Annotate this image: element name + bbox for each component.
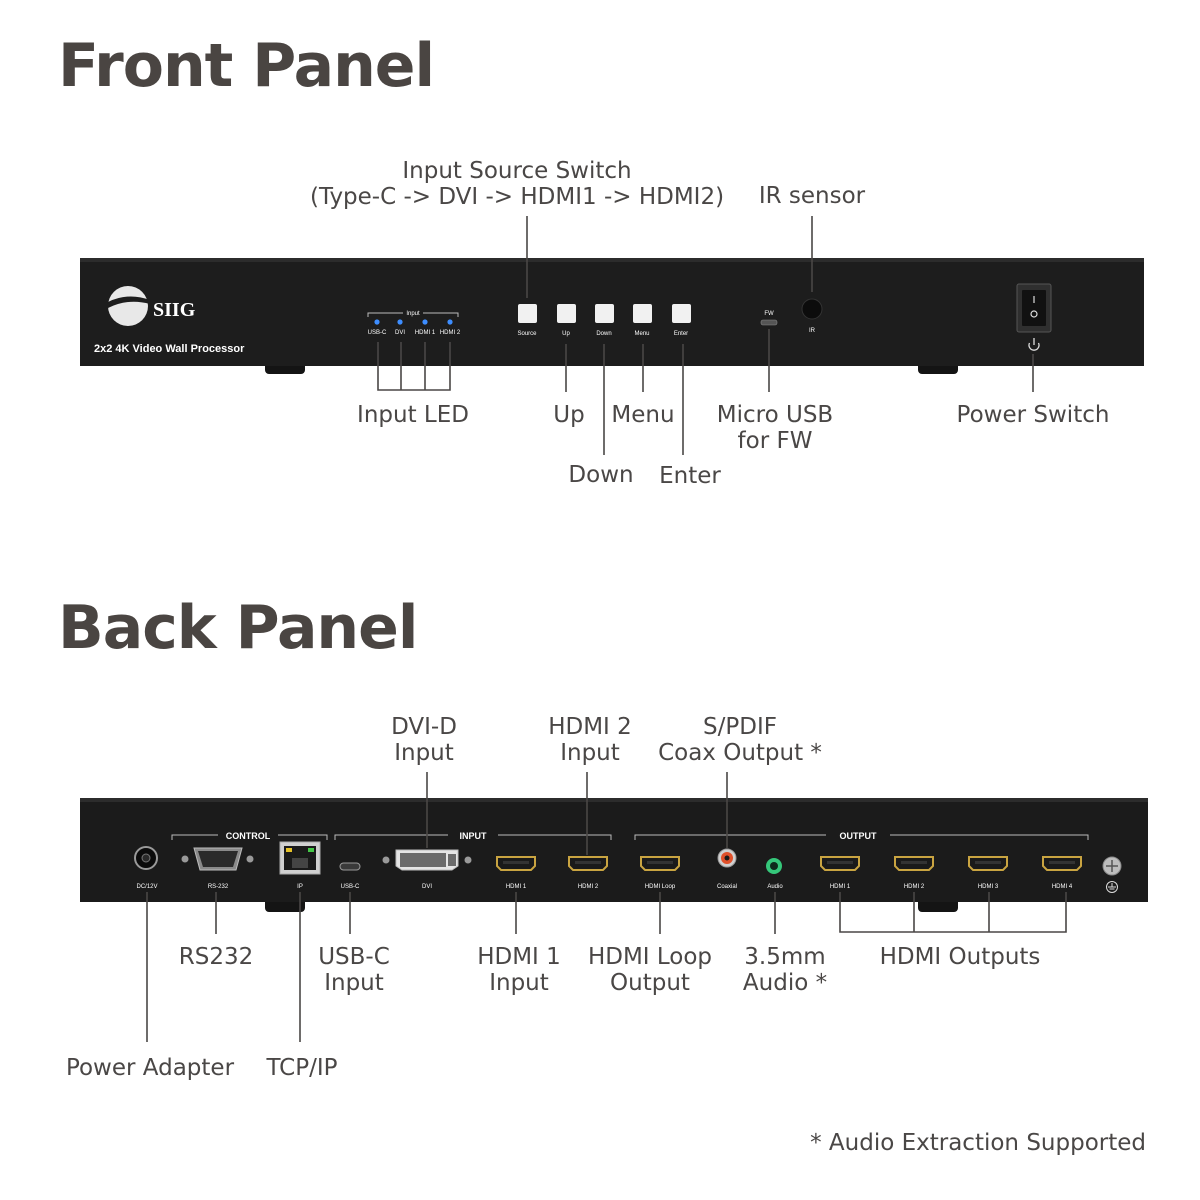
back-panel-heading: Back Panel — [58, 593, 418, 663]
hdmi-loop-port[interactable] — [640, 856, 680, 871]
led-usbc — [374, 319, 380, 325]
control-group-label: CONTROL — [226, 831, 271, 841]
ethernet-port[interactable] — [279, 841, 321, 875]
callout-hdmi2-input: HDMI 2 Input — [548, 714, 632, 766]
led-hdmi2 — [447, 319, 453, 325]
rs232-port-label: RS-232 — [208, 884, 229, 890]
ir-label: IR — [809, 328, 816, 334]
callout-down: Down — [568, 462, 634, 488]
ir-sensor-icon — [801, 298, 823, 320]
output-group-label: OUTPUT — [840, 831, 878, 841]
down-button-label: Down — [596, 331, 611, 337]
input-group-label-back: INPUT — [460, 831, 488, 841]
led-label-hdmi1: HDMI 1 — [415, 330, 436, 336]
callout-power-adapter: Power Adapter — [65, 1055, 235, 1081]
callout-input-led: Input LED — [357, 402, 469, 428]
ip-port-label: IP — [297, 884, 303, 890]
led-label-dvi: DVI — [395, 330, 405, 336]
callout-hdmi1-input: HDMI 1 Input — [477, 944, 561, 996]
micro-usb-port[interactable] — [760, 319, 778, 326]
ground-symbol-icon — [1106, 881, 1118, 893]
source-button[interactable] — [518, 304, 537, 323]
source-button-label: Source — [517, 331, 537, 337]
power-icon — [1028, 338, 1040, 351]
up-button-label: Up — [562, 331, 570, 337]
out3-port-label: HDMI 3 — [978, 884, 999, 890]
back-chassis — [80, 798, 1148, 902]
coaxial-port-label: Coaxial — [717, 884, 737, 890]
hdmi1-port-label: HDMI 1 — [506, 884, 527, 890]
callout-enter: Enter — [659, 463, 721, 489]
down-button[interactable] — [595, 304, 614, 323]
out1-port-label: HDMI 1 — [830, 884, 851, 890]
out2-port-label: HDMI 2 — [904, 884, 925, 890]
out4-port-label: HDMI 4 — [1052, 884, 1073, 890]
led-hdmi1 — [422, 319, 428, 325]
callout-tcpip: TCP/IP — [266, 1055, 338, 1081]
audio-jack[interactable] — [766, 858, 782, 874]
audio-port-label: Audio — [767, 884, 783, 890]
callout-input-source-switch: Input Source Switch (Type-C -> DVI -> HD… — [310, 158, 725, 210]
callout-power-switch: Power Switch — [956, 402, 1110, 428]
usbc-port-label: USB-C — [341, 884, 360, 890]
model-name: 2x2 4K Video Wall Processor — [94, 343, 245, 355]
callout-dvi-d-input: DVI-D Input — [391, 714, 457, 766]
hdmi-output-4-port[interactable] — [1042, 856, 1082, 871]
front-panel-heading: Front Panel — [58, 31, 435, 101]
rs232-port[interactable] — [181, 847, 254, 871]
usbc-port[interactable] — [339, 862, 361, 871]
input-group-label: Input — [406, 311, 420, 317]
hdmi-loop-port-label: HDMI Loop — [645, 884, 676, 890]
dvi-port[interactable] — [382, 849, 472, 871]
up-button[interactable] — [557, 304, 576, 323]
enter-button-label: Enter — [674, 331, 688, 337]
fw-label: FW — [764, 311, 774, 317]
led-label-hdmi2: HDMI 2 — [440, 330, 461, 336]
callout-hdmi-outputs: HDMI Outputs — [879, 944, 1041, 970]
dc-port-label: DC/12V — [136, 884, 157, 890]
callout-usbc-input: USB-C Input — [318, 944, 390, 996]
callout-spdif: S/PDIF Coax Output * — [658, 714, 822, 766]
coaxial-port[interactable] — [717, 848, 737, 868]
led-label-usbc: USB-C — [368, 330, 387, 336]
callout-ir-sensor: IR sensor — [758, 183, 866, 209]
callout-rs232: RS232 — [178, 944, 254, 970]
callout-hdmi-loop: HDMI Loop Output — [587, 944, 713, 996]
dvi-port-label: DVI — [422, 884, 432, 890]
menu-button[interactable] — [633, 304, 652, 323]
hdmi2-port-label: HDMI 2 — [578, 884, 599, 890]
led-dvi — [397, 319, 403, 325]
enter-button[interactable] — [672, 304, 691, 323]
menu-button-label: Menu — [634, 331, 649, 337]
callout-up: Up — [553, 402, 585, 428]
brand-logo-text: SIIG — [153, 299, 196, 321]
hdmi1-input-port[interactable] — [496, 856, 536, 871]
hdmi-output-2-port[interactable] — [894, 856, 934, 871]
ground-screw-icon — [1102, 856, 1122, 876]
callout-micro-usb: Micro USB for FW — [716, 402, 834, 454]
callout-audio: 3.5mm Audio * — [742, 944, 828, 996]
leader-input-led — [377, 342, 451, 391]
callout-menu: Menu — [611, 402, 675, 428]
hdmi-output-3-port[interactable] — [968, 856, 1008, 871]
hdmi-output-1-port[interactable] — [820, 856, 860, 871]
leader-hdmi-outputs — [839, 892, 1067, 933]
siig-logo-icon — [108, 286, 150, 326]
footnote-audio-extraction: * Audio Extraction Supported — [810, 1130, 1146, 1156]
hdmi2-input-port[interactable] — [568, 856, 608, 871]
